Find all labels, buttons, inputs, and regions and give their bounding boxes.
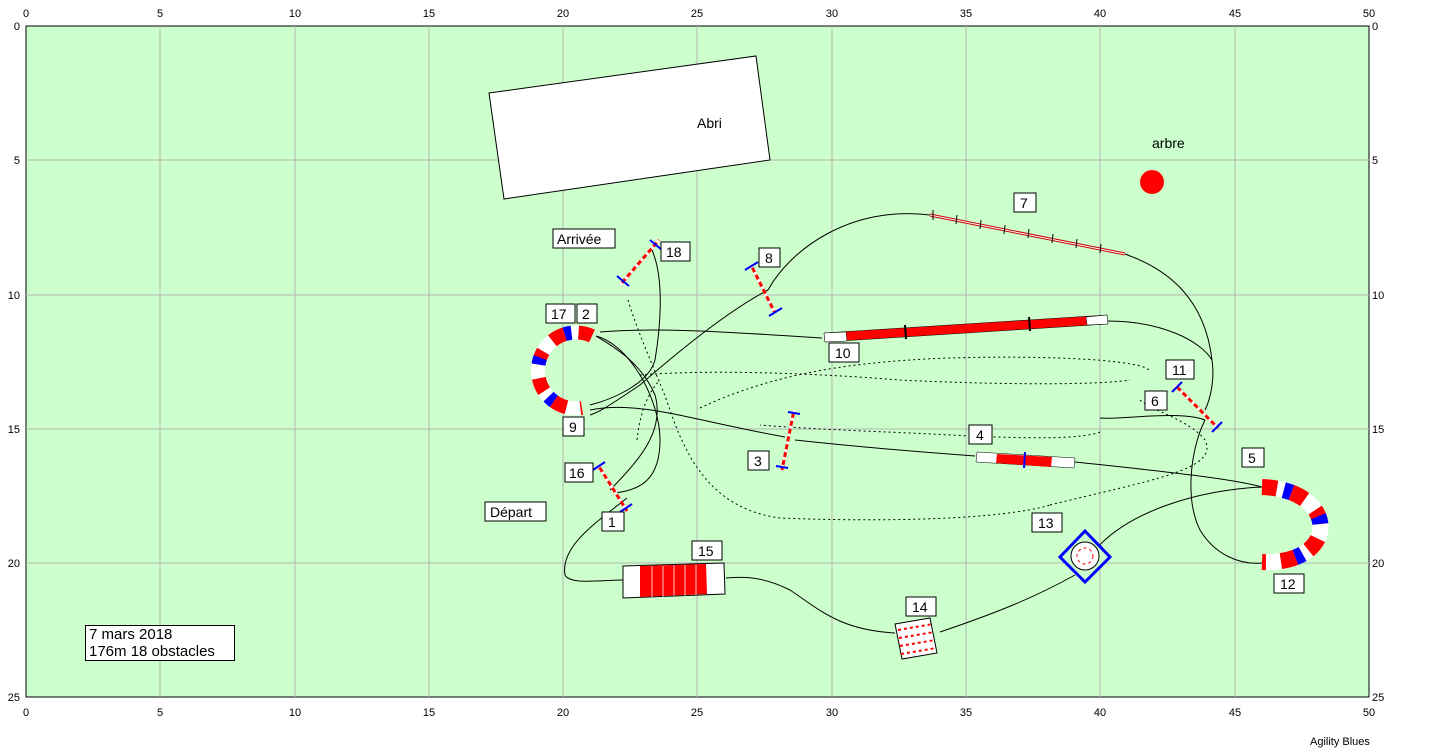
start-box [484, 501, 547, 522]
axis-left: 0 5 10 15 20 25 [8, 21, 20, 704]
obstacle-jump-18 [616, 239, 663, 287]
y-tick-left: 5 [14, 155, 20, 167]
x-tick-top: 0 [23, 8, 29, 20]
x-tick-bottom: 10 [289, 707, 301, 719]
x-tick-top: 40 [1094, 8, 1106, 20]
y-tick-right: 25 [1372, 692, 1384, 704]
number-13: 13 [1038, 515, 1054, 531]
obstacle-jump-8 [744, 261, 783, 317]
x-tick-bottom: 25 [691, 707, 703, 719]
tree-label: arbre [1152, 135, 1185, 151]
y-tick-right: 20 [1372, 558, 1384, 570]
number-16: 16 [569, 465, 585, 481]
number-10: 10 [835, 345, 851, 361]
course-info: 7 mars 2018 176m 18 obstacles [85, 625, 235, 661]
y-tick-left: 20 [8, 558, 20, 570]
number-9: 9 [569, 419, 577, 435]
x-tick-top: 45 [1229, 8, 1241, 20]
tree-marker [1140, 170, 1164, 194]
number-4: 4 [976, 427, 984, 443]
y-tick-left: 25 [8, 692, 20, 704]
x-tick-top: 5 [157, 8, 163, 20]
obstacle-jump-11 [1171, 381, 1223, 433]
number-2: 2 [582, 306, 590, 322]
y-tick-left: 0 [14, 21, 20, 33]
number-6: 6 [1151, 393, 1159, 409]
course-date: 7 mars 2018 [89, 626, 173, 643]
y-tick-right: 10 [1372, 290, 1384, 302]
number-5: 5 [1248, 450, 1256, 466]
x-tick-top: 35 [960, 8, 972, 20]
number-11: 11 [1172, 362, 1187, 378]
x-tick-bottom: 45 [1229, 707, 1241, 719]
x-tick-bottom: 0 [23, 707, 29, 719]
x-tick-bottom: 20 [557, 707, 569, 719]
axis-top: 0 5 10 15 20 25 30 35 40 45 50 [23, 8, 1375, 20]
obstacle-wall-14 [894, 617, 938, 660]
shelter [488, 55, 771, 200]
x-tick-top: 25 [691, 8, 703, 20]
number-7: 7 [1020, 195, 1028, 211]
dog-path [564, 213, 1263, 634]
y-tick-right: 5 [1372, 155, 1378, 167]
number-1: 1 [608, 514, 616, 530]
finish-label: Arrivée [557, 231, 602, 247]
x-tick-bottom: 40 [1094, 707, 1106, 719]
number-14: 14 [912, 599, 928, 615]
x-tick-bottom: 15 [423, 707, 435, 719]
number-3: 3 [754, 453, 762, 469]
number-8: 8 [765, 250, 773, 266]
x-tick-bottom: 30 [826, 707, 838, 719]
number-15: 15 [698, 543, 714, 559]
x-tick-top: 15 [423, 8, 435, 20]
obstacle-weave-7 [929, 210, 1126, 256]
obstacle-jump-3 [775, 409, 801, 471]
course-summary: 176m 18 obstacles [89, 643, 215, 660]
y-tick-right: 0 [1372, 21, 1378, 33]
number-18: 18 [666, 244, 682, 260]
x-tick-top: 10 [289, 8, 301, 20]
shelter-label: Abri [697, 115, 722, 131]
x-tick-top: 20 [557, 8, 569, 20]
x-tick-bottom: 35 [960, 707, 972, 719]
handler-path [627, 299, 1208, 521]
y-tick-left: 15 [8, 424, 20, 436]
axis-bottom: 0 5 10 15 20 25 30 35 40 45 50 [23, 707, 1375, 719]
finish-box [552, 228, 616, 249]
start-label: Départ [490, 504, 532, 520]
y-tick-left: 10 [8, 290, 20, 302]
obstacle-tunnel-2 [531, 325, 595, 416]
number-17: 17 [551, 306, 567, 322]
obstacle-table-13 [1057, 528, 1113, 585]
obstacle-tunnel-5 [1261, 479, 1329, 571]
x-tick-bottom: 50 [1363, 707, 1375, 719]
obstacle-dogwalk-10 [823, 314, 1109, 343]
obstacle-numbers: 1 2 3 4 5 6 7 8 9 10 11 12 13 14 15 16 1… [545, 192, 1305, 617]
obstacle-seesaw-15 [622, 562, 726, 599]
number-12: 12 [1280, 576, 1296, 592]
x-tick-bottom: 5 [157, 707, 163, 719]
y-tick-right: 15 [1372, 424, 1384, 436]
obstacle-jump-1 [592, 461, 633, 513]
axis-right: 0 5 10 15 20 25 [1372, 21, 1384, 704]
obstacle-tire-4 [975, 451, 1076, 469]
x-tick-top: 50 [1363, 8, 1375, 20]
x-tick-top: 30 [826, 8, 838, 20]
app-credit: Agility Blues [1310, 736, 1370, 748]
